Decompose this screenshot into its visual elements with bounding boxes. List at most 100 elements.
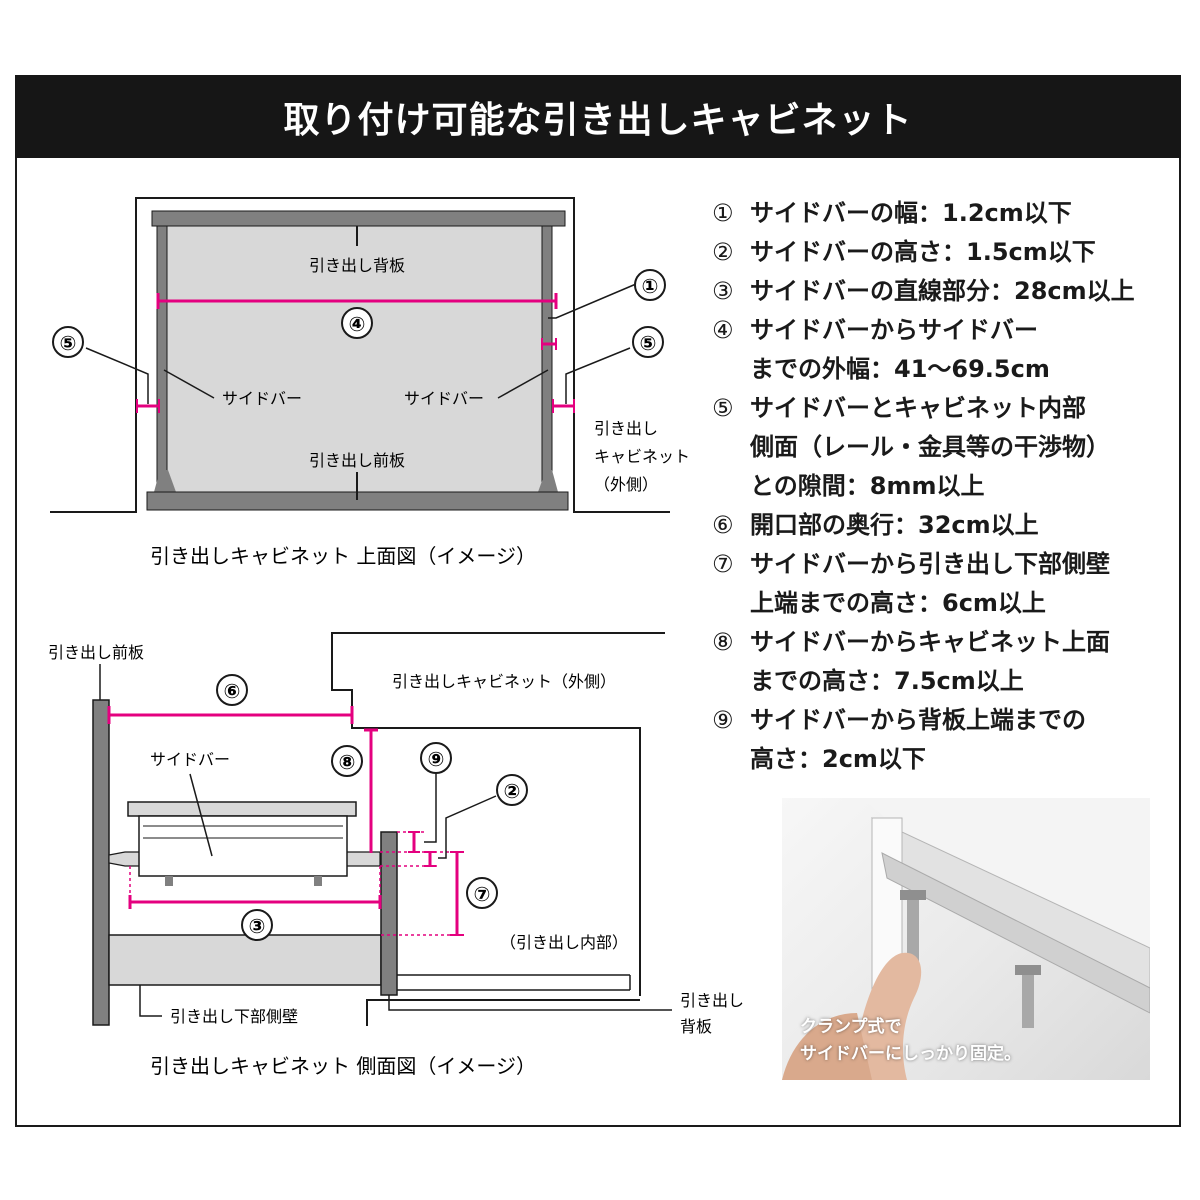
- spec-text: までの高さ：7.5cm以上: [750, 667, 1024, 695]
- hand-palm: [782, 1013, 872, 1080]
- sidebar-leader-side: [189, 773, 213, 857]
- marker-8-circle: [331, 745, 363, 777]
- cabinet-outline: [50, 197, 670, 513]
- sidebar-left-label: サイドバー: [222, 389, 302, 408]
- marker-9-label: ⑨: [428, 747, 445, 771]
- spec-number: ⑤: [712, 394, 734, 422]
- spec-number: ⑥: [712, 511, 734, 539]
- spec-item-6: ⑥ 開口部の奥行：32cm以上: [712, 506, 1172, 545]
- spec-text: までの外幅：41～69.5cm: [750, 355, 1050, 383]
- spec-item-5: ⑤ サイドバーとキャビネット内部: [712, 389, 1172, 428]
- spec-text: との隙間：8mm以上: [750, 472, 985, 500]
- spec-number: ⑦: [712, 550, 734, 578]
- hand: [852, 952, 922, 1080]
- side-cabinet-bottom: [366, 999, 640, 1026]
- marker-5-right-leader: [565, 347, 631, 404]
- clamp-nut-right: [1015, 965, 1041, 975]
- spec-text: 開口部の奥行：32cm以上: [750, 511, 1039, 539]
- spec-number: ③: [712, 277, 734, 305]
- spec-item-8: ⑧ サイドバーからキャビネット上面: [712, 623, 1172, 662]
- side-view: ⑥ ⑧ ⑨ ② ⑦ ③ 引き出し前板 引き出しキャビネット（外側） サイドバー …: [48, 632, 744, 1078]
- photo-caption-line1: クランプ式で: [800, 1017, 902, 1037]
- left-foot: [154, 470, 176, 492]
- spec-text: サイドバーの高さ：1.5cm以下: [750, 238, 1096, 266]
- marker-7-circle: [466, 877, 498, 909]
- lower-wall-label: 引き出し下部側壁: [170, 1007, 298, 1026]
- marker-2-circle: [496, 774, 528, 806]
- marker-5-right-circle: [632, 326, 664, 358]
- marker-3-circle: [241, 909, 273, 941]
- cabinet-top-surface: [862, 798, 1150, 948]
- marker-1-circle: [634, 269, 666, 301]
- spec-text: 上端までの高さ：6cm以上: [750, 589, 1046, 617]
- interior-label: （引き出し内部）: [500, 933, 628, 952]
- marker-4-circle: [341, 307, 373, 339]
- cabinet-outer-label-line3: （外側）: [594, 475, 658, 494]
- marker-3-label: ③: [249, 914, 266, 938]
- side-cabinet-outline: [331, 632, 665, 996]
- front-panel-label: 引き出し前板: [309, 451, 405, 470]
- spec-item-3: ③ サイドバーの直線部分：28cm以上: [712, 272, 1172, 311]
- marker-5-left-leader: [85, 347, 149, 404]
- spec-number: ②: [712, 238, 734, 266]
- lower-wall-leader: [139, 985, 162, 1017]
- file-folder-body: [138, 815, 348, 877]
- spec-number: ⑧: [712, 628, 734, 656]
- sidebar-left-leader: [163, 369, 215, 399]
- side-back-panel-label-line1: 引き出し: [680, 991, 744, 1010]
- side-front-panel: [92, 699, 110, 1026]
- spec-item-8-cont: までの高さ：7.5cm以上: [712, 662, 1172, 701]
- side-sidebar-label: サイドバー: [150, 750, 230, 769]
- photo-caption: クランプ式で サイドバーにしっかり固定。: [800, 1014, 1021, 1068]
- clamp-photo: [782, 798, 1150, 1080]
- spec-item-7-cont: 上端までの高さ：6cm以上: [712, 584, 1172, 623]
- drawer-interior: [163, 226, 546, 492]
- side-back-panel-label-line2: 背板: [680, 1017, 712, 1036]
- spec-text: 高さ：2cm以下: [750, 745, 926, 773]
- side-lower-wall: [108, 934, 382, 986]
- cabinet-outer-label-line1: 引き出し: [594, 419, 658, 438]
- marker-5-left-label: ⑤: [60, 331, 77, 355]
- sidebar-right-leader: [497, 369, 549, 399]
- marker-8-label: ⑧: [339, 750, 356, 774]
- marker-6-circle: [216, 674, 248, 706]
- side-cabinet-outer-label: 引き出しキャビネット（外側）: [392, 672, 616, 691]
- spec-text: サイドバーの幅：1.2cm以下: [750, 199, 1072, 227]
- top-view-caption: 引き出しキャビネット 上面図（イメージ）: [150, 544, 536, 568]
- marker-9-circle: [420, 742, 452, 774]
- spec-number: ⑨: [712, 706, 734, 734]
- spec-text: サイドバーからキャビネット上面: [750, 628, 1110, 656]
- right-foot: [538, 470, 558, 492]
- spec-item-2: ② サイドバーの高さ：1.5cm以下: [712, 233, 1172, 272]
- marker-4-label: ④: [349, 312, 366, 336]
- sidebar-right-label: サイドバー: [404, 389, 484, 408]
- spec-item-4-cont: までの外幅：41～69.5cm: [712, 350, 1172, 389]
- marker-5-left-circle: [52, 326, 84, 358]
- spec-item-5-cont: 側面（レール・金具等の干渉物）: [712, 428, 1172, 467]
- folder-foot-right: [314, 876, 322, 886]
- clamp-bolt-right: [1022, 968, 1034, 1028]
- top-view: ④ ① ⑤ ⑤ 引き出し背板 引き出し前板 サイドバー サイドバー 引き出し キ…: [50, 197, 690, 568]
- sidebar-left: [156, 225, 168, 493]
- marker-6-label: ⑥: [224, 679, 241, 703]
- back-panel-label: 引き出し背板: [309, 256, 405, 275]
- sidebar-right: [541, 225, 553, 493]
- spec-item-7: ⑦ サイドバーから引き出し下部側壁: [712, 545, 1172, 584]
- marker-1-label: ①: [642, 274, 659, 298]
- marker-2-leader: [438, 795, 497, 859]
- side-front-panel-label: 引き出し前板: [48, 643, 144, 662]
- side-back-panel: [380, 831, 398, 996]
- spec-text: サイドバーの直線部分：28cm以上: [750, 277, 1135, 305]
- spec-text: サイドバーとキャビネット内部: [750, 394, 1086, 422]
- photo-caption-line2: サイドバーにしっかり固定。: [800, 1044, 1021, 1064]
- spec-number: ④: [712, 316, 734, 344]
- spec-text: 側面（レール・金具等の干渉物）: [750, 433, 1110, 461]
- spec-item-9-cont: 高さ：2cm以下: [712, 740, 1172, 779]
- spec-text: サイドバーから引き出し下部側壁: [750, 550, 1110, 578]
- spec-text: サイドバーからサイドバー: [750, 316, 1038, 344]
- clamp-nut-left: [900, 890, 926, 900]
- spec-text: サイドバーから背板上端までの: [750, 706, 1086, 734]
